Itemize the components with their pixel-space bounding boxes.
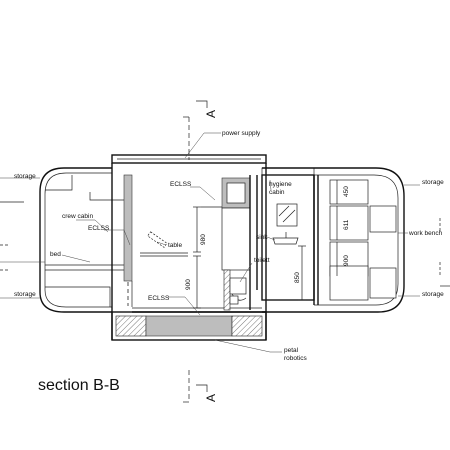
label-hygiene-line2: cabin <box>269 189 285 196</box>
label-eclss-left: ECLSS <box>88 225 110 232</box>
central-module <box>111 154 267 341</box>
label-work-bench: work bench <box>408 230 443 237</box>
label-toilett: toilett <box>254 257 270 264</box>
label-petal-line1: petal <box>284 347 299 354</box>
label-petal-line2: robotics <box>284 355 308 362</box>
label-petal-robotics: petal robotics <box>284 347 308 362</box>
label-sink: sink <box>256 234 268 241</box>
leader-lines <box>61 132 420 353</box>
right-side-marks <box>439 218 450 287</box>
label-storage-left-bottom: storage <box>14 291 36 298</box>
dimension-texts: 980 900 850 450 611 900 <box>185 186 350 290</box>
label-storage-right-top: storage <box>422 179 444 186</box>
section-marker-bottom: A <box>183 370 218 403</box>
label-storage-left-top: storage <box>14 173 36 180</box>
dim-980: 980 <box>200 234 207 245</box>
section-title: section B-B <box>38 377 120 394</box>
section-marker-letter-bottom: A <box>204 394 218 402</box>
dim-900-left: 900 <box>185 279 192 290</box>
label-eclss-center-bottom: ECLSS <box>148 295 170 302</box>
label-eclss-center-top: ECLSS <box>170 181 192 188</box>
label-hygiene-cabin: hygiene cabin <box>269 181 294 196</box>
label-hygiene-line1: hygiene <box>269 181 292 188</box>
dim-611: 611 <box>343 219 350 230</box>
left-side-marks <box>0 177 45 299</box>
dim-850: 850 <box>294 272 301 283</box>
label-bed: bed <box>50 251 61 258</box>
section-marker-letter-top: A <box>204 110 218 118</box>
dim-450: 450 <box>343 186 350 197</box>
label-crew-cabin: crew cabin <box>62 213 93 220</box>
label-table: table <box>168 242 182 249</box>
label-power-supply: power supply <box>222 130 261 137</box>
dim-900-right: 900 <box>343 255 350 266</box>
labels: power supply storage crew cabin ECLSS be… <box>14 130 444 362</box>
left-module <box>39 167 133 313</box>
label-storage-right-bottom: storage <box>422 291 444 298</box>
section-marker-top: A <box>183 100 218 160</box>
right-module <box>262 167 405 313</box>
